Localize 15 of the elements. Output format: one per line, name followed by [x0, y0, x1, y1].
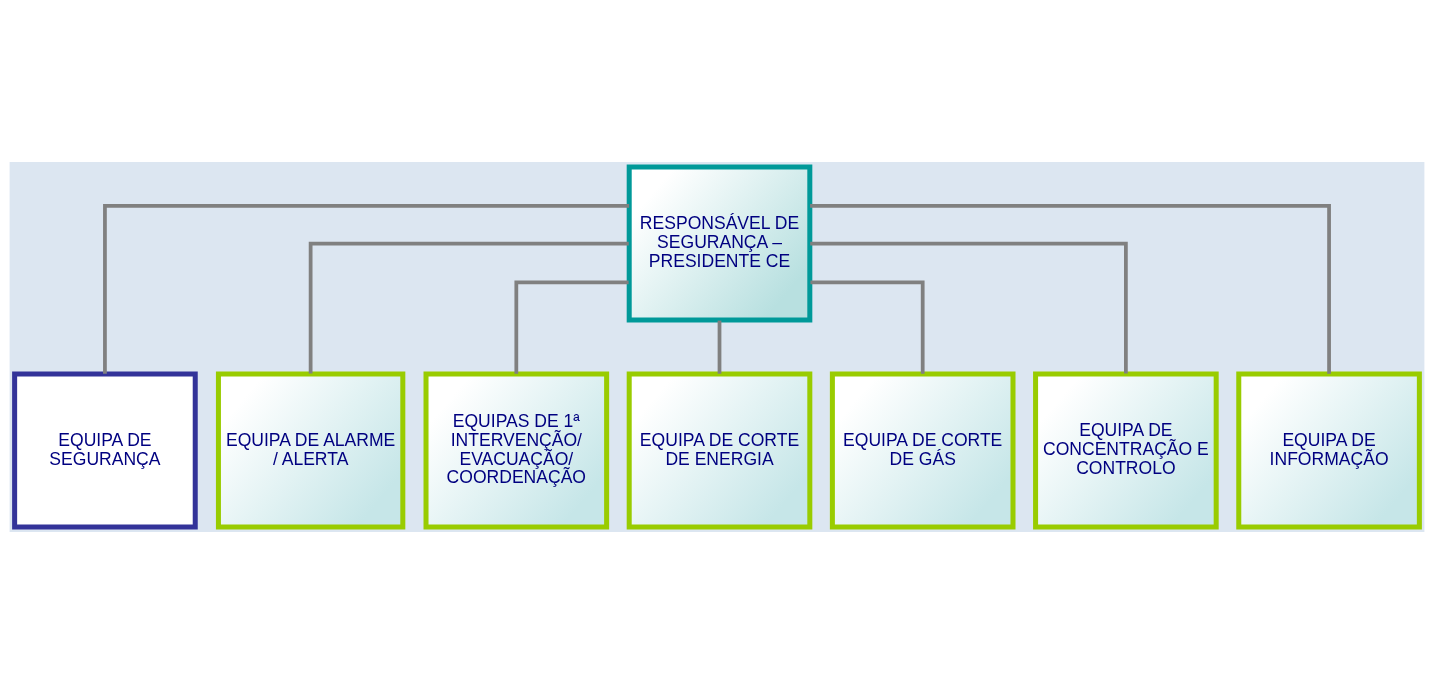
- node-box: EQUIPA DE INFORMAÇÃO: [1236, 370, 1422, 529]
- connector: [308, 241, 629, 373]
- connector: [717, 320, 722, 374]
- node-box: EQUIPA DE CORTE DE ENERGIA: [626, 370, 813, 529]
- node-box: EQUIPAS DE 1ª INTERVENÇÃO/ EVACUAÇÃO/ COORDENAÇÃO: [423, 370, 610, 529]
- connector: [810, 280, 925, 374]
- connector: [103, 203, 630, 374]
- node-box: EQUIPA DE ALARME / ALERTA: [215, 370, 406, 529]
- node-box: EQUIPA DE SEGURANÇA: [12, 370, 198, 529]
- node-box: RESPONSÁVEL DE SEGURANÇA – PRESIDENTE CE: [626, 164, 813, 323]
- connector: [514, 280, 629, 374]
- connector: [810, 203, 1331, 374]
- node-box: EQUIPA DE CORTE DE GÁS: [829, 370, 1016, 529]
- connector: [810, 241, 1128, 373]
- node-box: EQUIPA DE CONCENTRAÇÃO E CONTROLO: [1033, 370, 1219, 529]
